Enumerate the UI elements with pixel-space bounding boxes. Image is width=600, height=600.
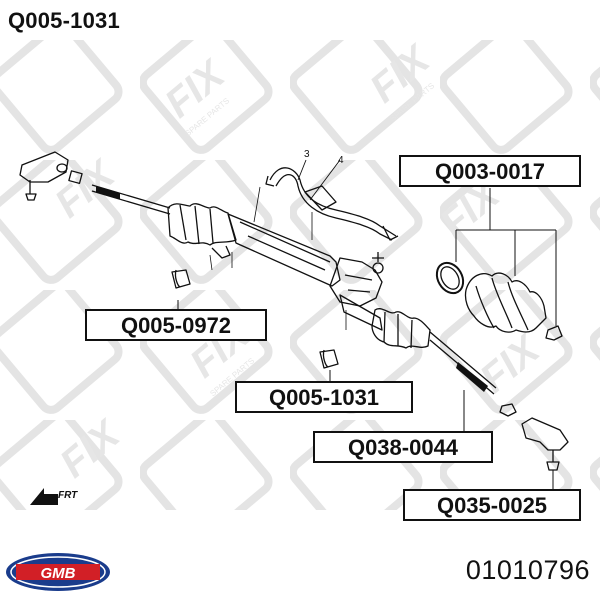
item-number-4: 4 [338, 155, 344, 166]
page-title: Q005-1031 [8, 8, 120, 33]
bushing-right [319, 349, 339, 369]
item-number-3: 3 [304, 149, 310, 160]
hose-bracket [269, 167, 397, 237]
rack-drawing [19, 151, 569, 471]
watermark-layer: FIX FIX FIX FIX FIX FIX FIX SPARE PARTS … [0, 36, 600, 510]
front-direction-arrow: FRT [30, 488, 78, 505]
boot-clamp [435, 261, 465, 295]
left-tie-rod-end [19, 151, 69, 183]
left-nut [68, 170, 83, 185]
callout-leaders [177, 188, 557, 490]
right-nut [499, 403, 517, 417]
gmb-logo-text: GMB [41, 565, 76, 582]
callout-q038-0044: Q038-0044 [348, 435, 459, 460]
pinion-housing [329, 257, 383, 307]
left-boot [167, 203, 237, 246]
callout-q005-1031: Q005-1031 [269, 385, 379, 410]
callout-boxes: Q003-0017 Q005-0972 Q005-1031 Q038-0044 … [85, 155, 581, 521]
front-label: FRT [58, 490, 78, 501]
separate-boot [464, 272, 547, 333]
rack-housing [227, 213, 341, 287]
right-tie-rod-end [521, 417, 569, 451]
callout-q035-0025: Q035-0025 [437, 493, 547, 518]
bushing-left [171, 269, 191, 289]
callout-q003-0017: Q003-0017 [435, 159, 545, 184]
gmb-logo: GMB [6, 553, 110, 591]
part-number: 01010796 [465, 555, 590, 585]
callout-q005-0972: Q005-0972 [121, 313, 231, 338]
small-clamp [545, 325, 563, 341]
